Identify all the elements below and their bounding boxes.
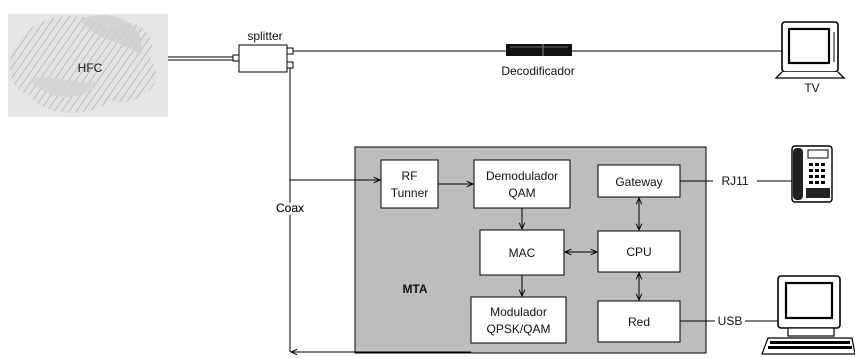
gateway-label: Gateway: [615, 175, 662, 189]
splitter-label: splitter: [247, 29, 282, 43]
computer-icon: [761, 275, 855, 355]
hfc-cloud-icon: [8, 14, 168, 117]
tv-label: TV: [804, 81, 819, 95]
telephone-icon: [791, 145, 833, 203]
modulator-block: [470, 296, 567, 344]
demodulator-label-2: QAM: [508, 186, 535, 200]
modulator-label-2: QPSK/QAM: [486, 322, 550, 336]
tv-icon: [774, 21, 846, 79]
rj11-label: RJ11: [721, 174, 748, 188]
mta-label: MTA: [402, 282, 427, 296]
cpu-label: CPU: [626, 245, 651, 259]
rf-tuner-label-2: Tunner: [391, 186, 429, 200]
red-label: Red: [628, 315, 650, 329]
decoder-label: Decodificador: [501, 64, 574, 78]
splitter-icon: [232, 44, 294, 73]
rf-tuner-label-1: RF: [402, 169, 418, 183]
demodulator-block: [473, 159, 571, 209]
coax-label-text: Coax: [276, 201, 304, 215]
coax-label: Coax: [276, 201, 304, 215]
demodulator-label-1: Demodulador: [486, 169, 558, 183]
rf-tuner-block: [380, 159, 439, 209]
usb-label: USB: [718, 314, 743, 328]
hfc-label: HFC: [78, 61, 103, 75]
mac-block: [479, 229, 565, 276]
mac-label: MAC: [509, 246, 536, 260]
decoder-cable-icon: [506, 44, 572, 56]
gateway-block: [597, 164, 681, 198]
modulator-label-1: Modulador: [490, 305, 547, 319]
cpu-block: [597, 230, 681, 273]
